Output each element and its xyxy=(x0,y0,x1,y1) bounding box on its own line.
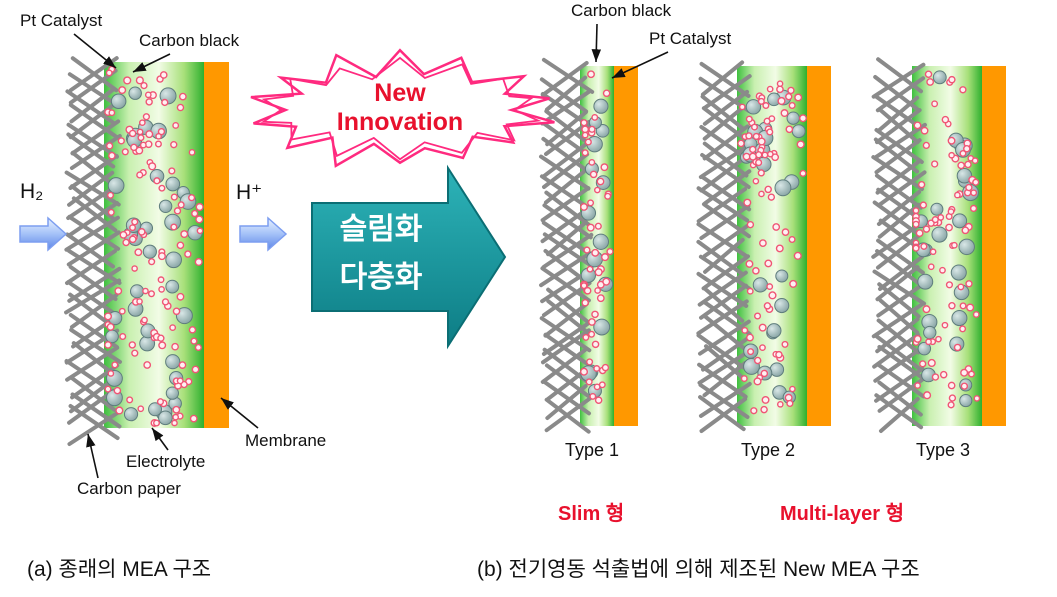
transition-arrow-text: 슬림화 다층화 xyxy=(312,206,450,302)
carbon-black-label-b: Carbon black xyxy=(571,1,672,20)
h2-label: H₂ xyxy=(20,180,44,203)
carbon-paper-label: Carbon paper xyxy=(77,479,181,498)
arrow-text-line1: 슬림화 xyxy=(339,213,423,246)
pt-catalyst-label-a: Pt Catalyst xyxy=(20,11,103,30)
slim-type-label: Slim 형 xyxy=(558,503,625,525)
type-2-label: Type 2 xyxy=(740,440,796,460)
new-innovation-line2: Innovation xyxy=(336,108,464,136)
pt-catalyst-label-b: Pt Catalyst xyxy=(649,29,732,48)
arrow-text-line2: 다층화 xyxy=(339,261,423,294)
electrolyte-label: Electrolyte xyxy=(126,452,206,471)
type-1-label: Type 1 xyxy=(564,440,620,460)
new-innovation-text: New Innovation xyxy=(295,79,505,137)
carbon-black-label-a: Carbon black xyxy=(139,31,240,50)
caption-b: (b) 전기영동 석출법에 의해 제조된 New MEA 구조 xyxy=(477,558,920,581)
h-plus-label: H⁺ xyxy=(236,181,263,204)
new-innovation-line1: New xyxy=(374,79,426,107)
membrane-label: Membrane xyxy=(245,431,327,450)
multilayer-type-label: Multi-layer 형 xyxy=(780,503,904,525)
caption-a: (a) 종래의 MEA 구조 xyxy=(27,558,212,581)
type-3-label: Type 3 xyxy=(915,440,971,460)
